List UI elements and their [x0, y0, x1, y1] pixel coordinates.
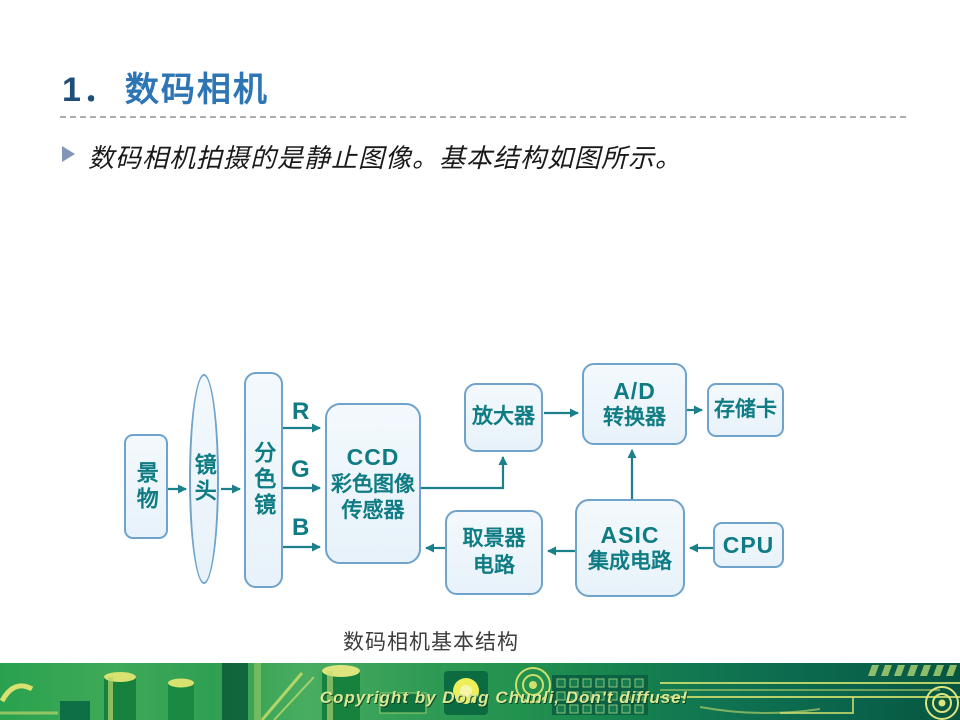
copyright-text: Copyright by Dong Chunli, Don't diffuse!: [319, 688, 689, 707]
title-text: 数码相机: [124, 71, 269, 109]
page-title: 1．数码相机: [62, 62, 269, 111]
circuit-board-image: [0, 663, 960, 720]
node-ccd-line2: 彩色图像: [331, 472, 415, 496]
bullet-row: 数码相机拍摄的是静止图像。基本结构如图所示。: [62, 138, 922, 175]
bullet-text: 数码相机拍摄的是静止图像。基本结构如图所示。: [88, 144, 683, 173]
node-lens: 镜头: [189, 374, 219, 584]
title-separator: [60, 116, 906, 118]
node-cpu: CPU: [713, 522, 784, 568]
footer-band: Copyright by Dong Chunli, Don't diffuse!: [0, 663, 960, 720]
node-color-splitter: 分色镜: [244, 372, 283, 588]
node-asic: ASIC 集成电路: [575, 499, 685, 597]
channel-label-r: R: [292, 398, 310, 425]
node-viewfinder-circuit: 取景器 电路: [445, 510, 543, 595]
title-number: 1．: [62, 71, 119, 109]
node-ccd-sensor: CCD 彩色图像 传感器: [325, 403, 421, 564]
node-viewfinder-line2: 电路: [473, 553, 515, 577]
node-ccd-line1: CCD: [346, 443, 400, 470]
node-color-splitter-label: 分色镜: [251, 441, 277, 519]
diagram-caption: 数码相机基本结构: [343, 630, 519, 654]
node-scene-label: 景物: [133, 460, 159, 513]
node-ad-converter-line2: 转换器: [603, 406, 666, 430]
node-amplifier: 放大器: [464, 383, 543, 452]
node-asic-line2: 集成电路: [588, 550, 672, 574]
node-ad-converter-line1: A/D: [613, 377, 656, 404]
node-viewfinder-line1: 取景器: [462, 527, 526, 551]
node-amplifier-label: 放大器: [472, 405, 535, 429]
node-ccd-line3: 传感器: [341, 498, 405, 522]
channel-label-g: G: [291, 456, 310, 483]
node-memory-card: 存储卡: [707, 383, 784, 437]
bullet-triangle-icon: [62, 146, 75, 162]
node-scene: 景物: [124, 434, 168, 539]
node-memory-card-label: 存储卡: [714, 397, 777, 421]
node-ad-converter: A/D 转换器: [582, 363, 687, 445]
node-asic-line1: ASIC: [600, 521, 660, 548]
channel-label-b: B: [292, 514, 310, 541]
node-cpu-label: CPU: [722, 531, 775, 558]
node-lens-label: 镜头: [191, 453, 217, 505]
